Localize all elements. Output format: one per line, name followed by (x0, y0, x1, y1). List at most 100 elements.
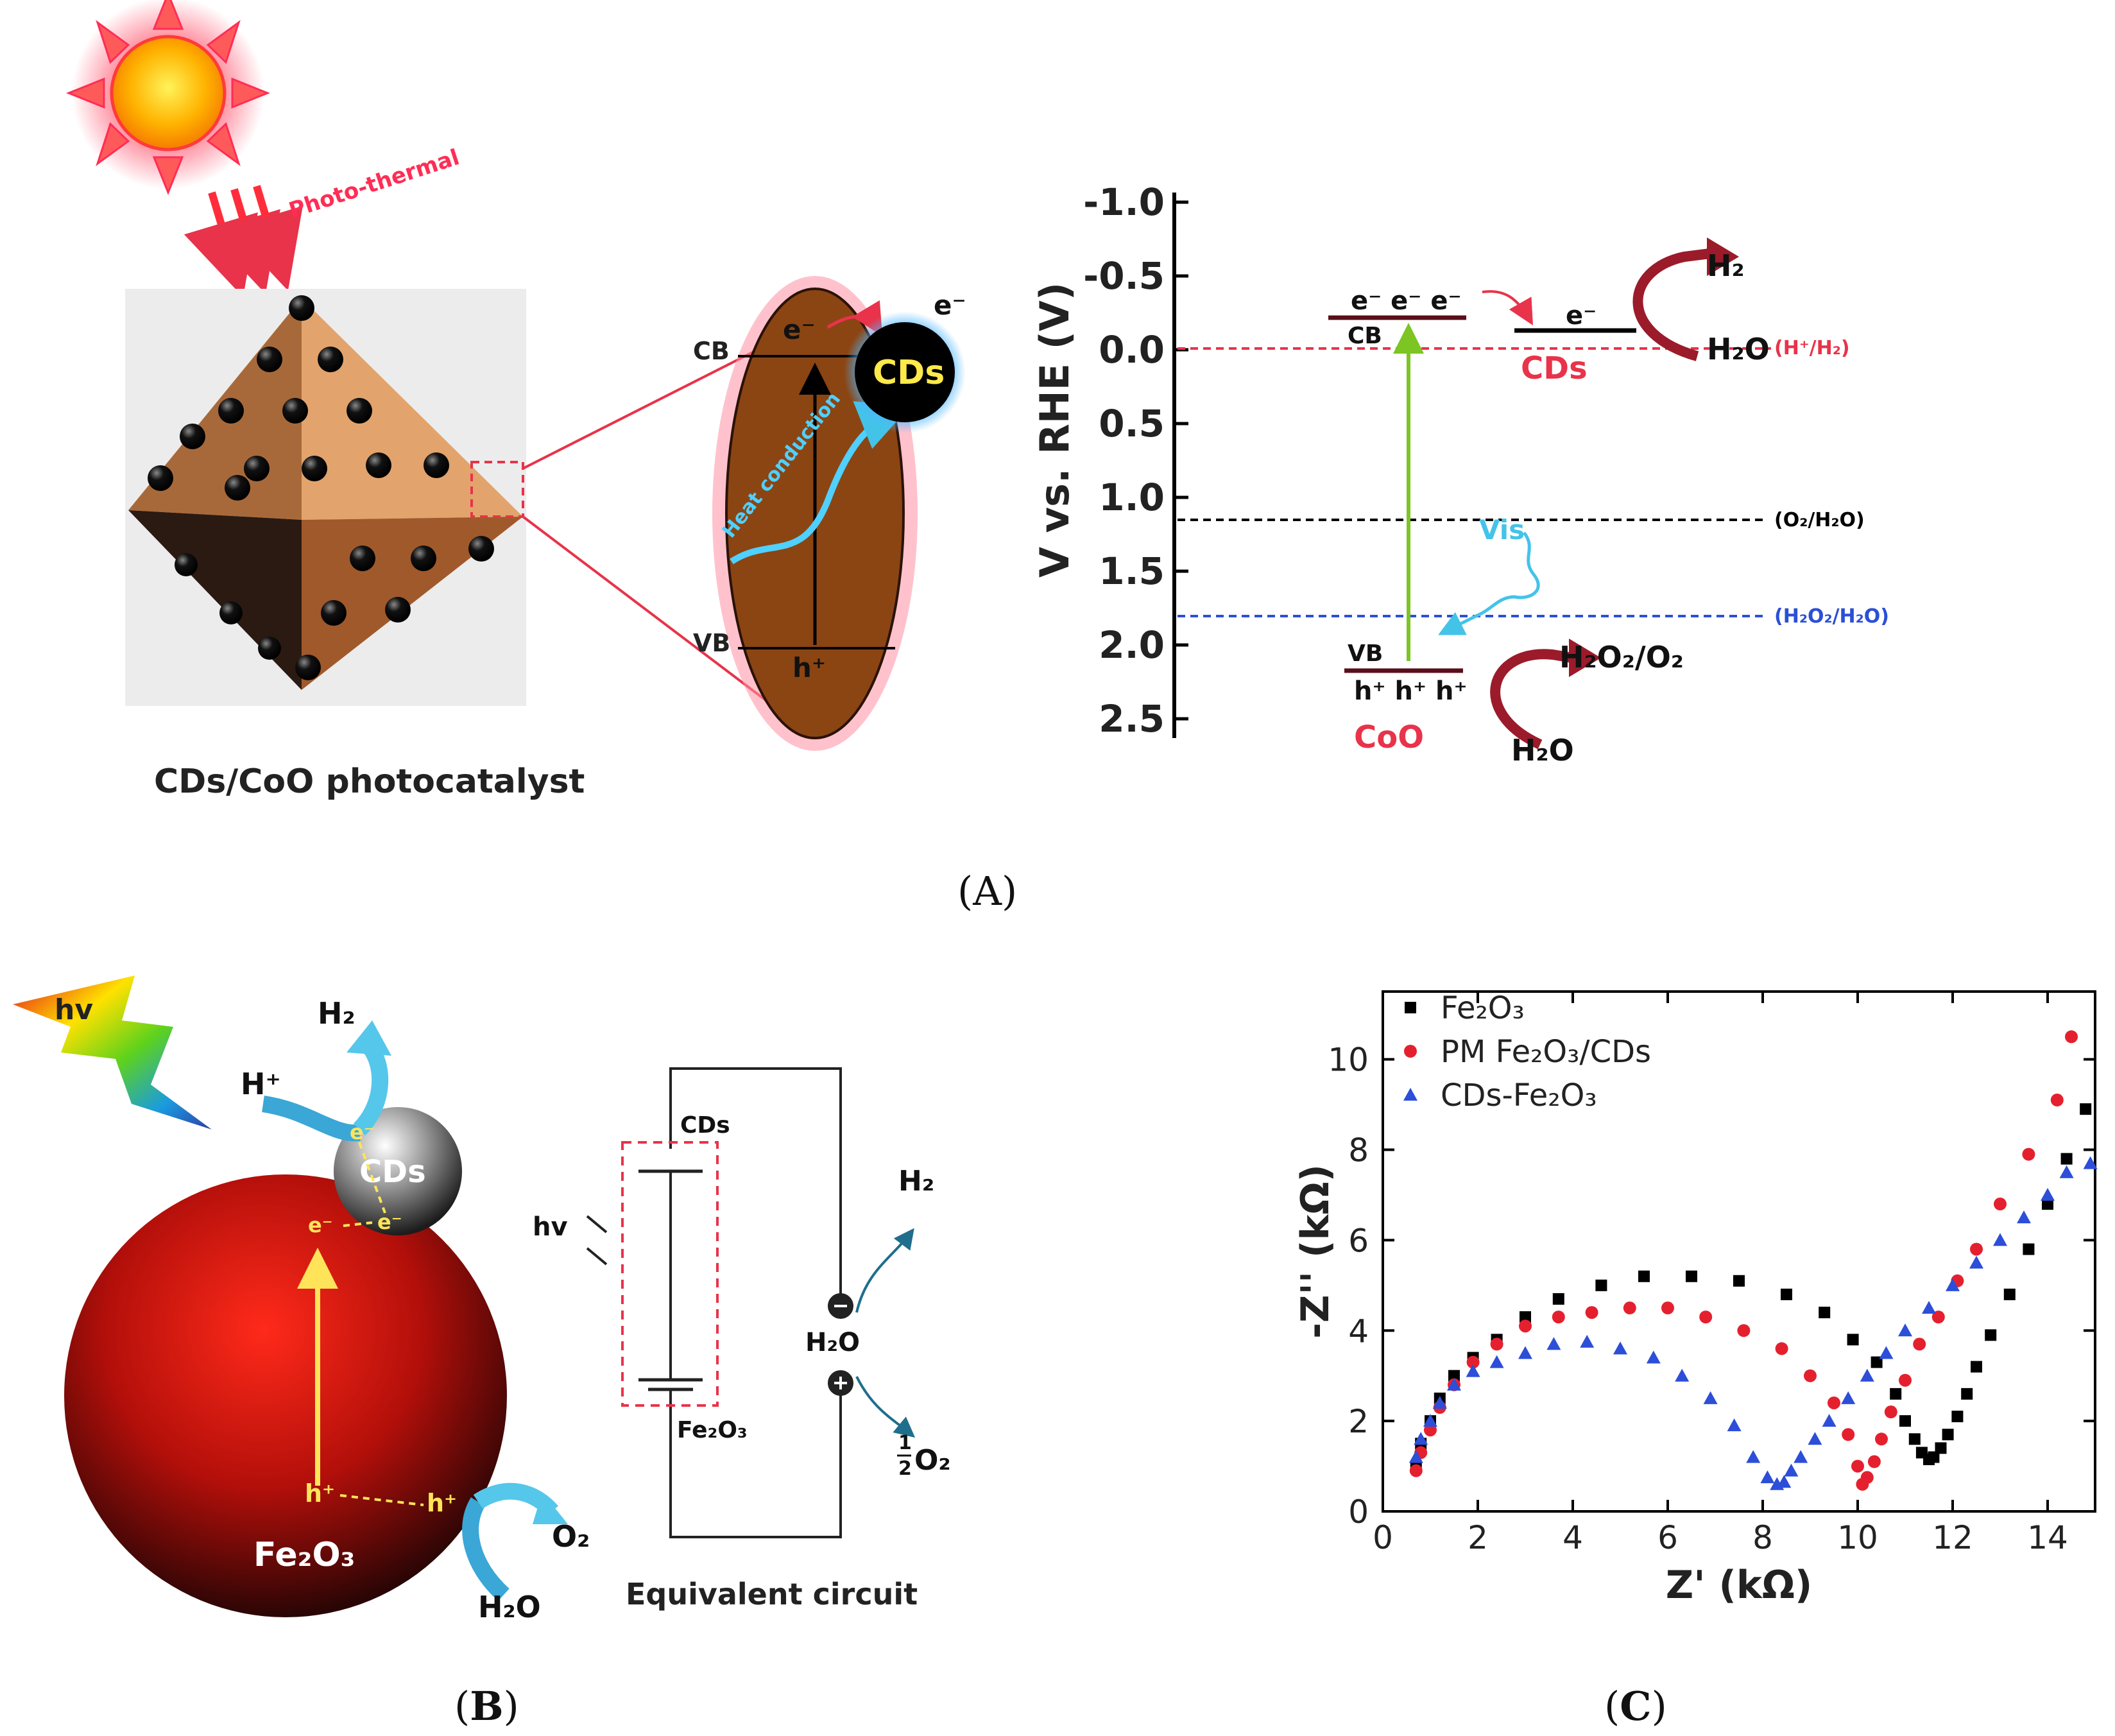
data-point (1970, 1242, 1983, 1256)
data-point (1928, 1451, 1940, 1463)
h-plus-label-b: H⁺ (241, 1067, 281, 1101)
x-tick-label: 14 (2027, 1519, 2068, 1556)
panel-b-label: (B) (454, 1683, 519, 1730)
h-plus-label-1: h⁺ (305, 1479, 335, 1508)
cds-sphere-zoom (844, 311, 966, 433)
data-point (1552, 1293, 1564, 1305)
data-point (1466, 1364, 1480, 1377)
cb-electrons: e⁻ e⁻ e⁻ (1351, 286, 1462, 316)
data-point (1727, 1418, 1742, 1432)
data-point (1466, 1355, 1480, 1369)
data-point (1961, 1388, 1973, 1400)
h2o-label-b: H₂O (478, 1590, 541, 1624)
zoom-e-minus: e⁻ (783, 314, 816, 345)
data-point (2017, 1210, 2031, 1224)
data-point (1808, 1432, 1822, 1445)
h2-evolution-arrow (1632, 248, 1711, 361)
h2o-arrow (462, 1497, 509, 1601)
data-point (1552, 1311, 1565, 1324)
data-point (1842, 1428, 1855, 1441)
data-point (1890, 1388, 1902, 1400)
coo-octahedron (125, 289, 526, 706)
data-point (1613, 1341, 1627, 1355)
data-point (1760, 1470, 1775, 1484)
zoom-vb: VB (693, 629, 730, 657)
data-point (1860, 1471, 1874, 1484)
data-point (1828, 1396, 1840, 1409)
data-point (1580, 1334, 1595, 1348)
circuit-h2: H₂ (898, 1165, 934, 1198)
h2-label-b: H₂ (318, 996, 355, 1031)
data-point (1646, 1350, 1661, 1364)
data-point (1447, 1377, 1461, 1391)
cds-sphere (334, 1107, 462, 1235)
cds-sphere-label: CDs (359, 1154, 426, 1190)
y-tick-label: 6 (1348, 1222, 1369, 1259)
data-point (1899, 1415, 1911, 1427)
data-point (1819, 1307, 1831, 1319)
data-point (1871, 1356, 1883, 1368)
data-point (1777, 1475, 1792, 1488)
energy-tick-label: 1.5 (1099, 549, 1165, 593)
data-point (1931, 1311, 1945, 1324)
data-point (1409, 1450, 1423, 1463)
data-point (1699, 1311, 1713, 1324)
vis-label: Vis (1479, 514, 1525, 546)
particle-caption: CDs/CoO photocatalyst (154, 762, 585, 801)
panel-b: hv CDs H₂ H⁺ e⁻ e⁻ e⁻ h⁺ h⁺ Fe₂O₃ O₂ H₂O (13, 975, 951, 1624)
photo-thermal-arrows (184, 185, 303, 297)
legend-label: CDs-Fe₂O₃ (1441, 1078, 1597, 1113)
legend-marker (1403, 1088, 1417, 1101)
data-point (1638, 1270, 1650, 1282)
energy-tick-label: -1.0 (1083, 180, 1165, 224)
ref-label-o2: (O₂/H₂O) (1774, 509, 1865, 531)
data-point (1794, 1450, 1808, 1463)
data-point (1913, 1337, 1926, 1351)
fe2o3-sphere (64, 1174, 507, 1617)
circuit-half-o2: O₂ (914, 1444, 951, 1477)
o2-label-b: O₂ (552, 1519, 590, 1554)
data-point (1703, 1391, 1718, 1404)
h-plus-arrow (261, 1096, 361, 1142)
data-point (2041, 1187, 2055, 1201)
data-point (2080, 1103, 2092, 1115)
h2-label: H₂ (1707, 248, 1745, 283)
data-point (2083, 1156, 2098, 1169)
data-point (1804, 1369, 1817, 1382)
h-plus-label-2: h⁺ (427, 1489, 457, 1517)
y-tick-label: 0 (1348, 1493, 1369, 1531)
energy-y-ticks: -1.0-0.50.00.51.01.52.02.5 (1083, 180, 1188, 741)
x-axis-label: Z' (kΩ) (1666, 1563, 1813, 1608)
data-point (1908, 1433, 1921, 1445)
data-point (1432, 1395, 1447, 1409)
data-point (1847, 1334, 1859, 1346)
e-label-3: e⁻ (308, 1213, 333, 1237)
vb-label: VB (1348, 640, 1383, 667)
circuit-caption: Equivalent circuit (626, 1577, 918, 1611)
cds-label-energy: CDs (1521, 350, 1588, 386)
x-tick-label: 10 (1837, 1519, 1878, 1556)
data-point (1519, 1319, 1532, 1333)
x-tick-label: 12 (1932, 1519, 1973, 1556)
data-point (1746, 1450, 1761, 1463)
legend-marker (1404, 1045, 1417, 1058)
h2-arrow (353, 1040, 389, 1136)
data-point (1595, 1279, 1607, 1291)
x-tick-label: 0 (1373, 1519, 1393, 1556)
data-point (1675, 1368, 1690, 1382)
energy-y-axis-label: V vs. RHE (V) (1031, 282, 1078, 578)
x-tick-label: 6 (1657, 1519, 1678, 1556)
data-point (1922, 1301, 1936, 1314)
energy-tick-label: 1.0 (1099, 476, 1165, 519)
data-point (1951, 1411, 1964, 1423)
data-point (1867, 1455, 1881, 1468)
data-point (1520, 1311, 1531, 1323)
series-0 (1410, 1103, 2092, 1472)
legend-label: Fe₂O₃ (1441, 990, 1525, 1026)
h2o-bottom-label: H₂O (1511, 733, 1574, 768)
zoom-e-minus-out: e⁻ (934, 289, 966, 321)
zoom-cds: CDs (873, 354, 945, 392)
data-point (1661, 1302, 1674, 1315)
data-point (1993, 1233, 2007, 1246)
